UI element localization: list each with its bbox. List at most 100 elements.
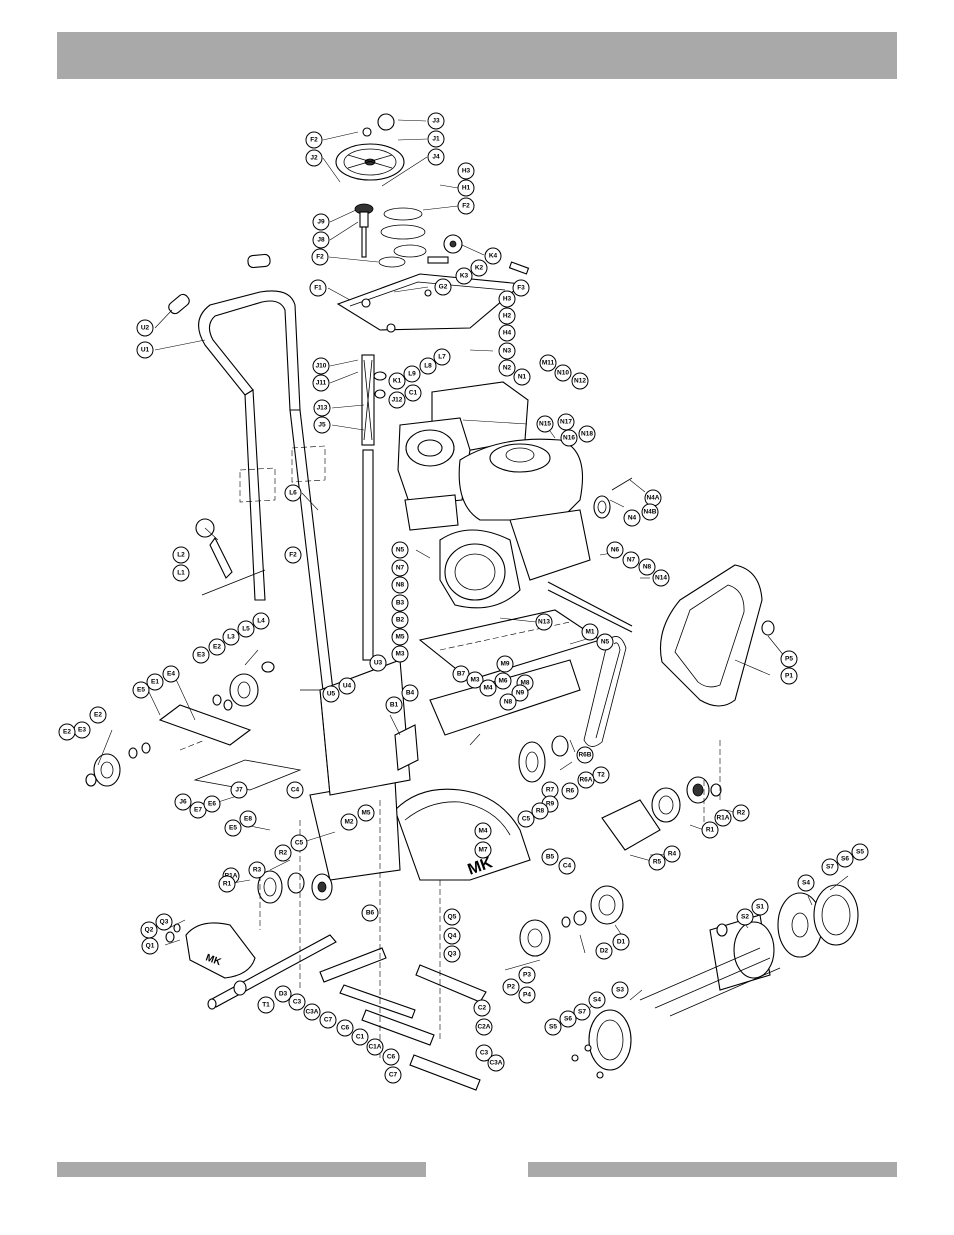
svg-text:J8: J8 — [317, 237, 325, 244]
svg-text:N3: N3 — [503, 348, 512, 355]
svg-text:N12: N12 — [574, 378, 586, 385]
svg-text:L6: L6 — [289, 490, 297, 497]
callout-n4b: N4B — [641, 503, 659, 521]
callout-j13: J13 — [313, 399, 331, 417]
svg-text:B7: B7 — [457, 671, 466, 678]
svg-text:E4: E4 — [167, 671, 175, 678]
svg-text:R8: R8 — [536, 808, 545, 815]
callout-l2: L2 — [172, 546, 190, 564]
callout-d1: D1 — [612, 933, 630, 951]
svg-text:R6B: R6B — [578, 752, 591, 759]
header-bar — [57, 32, 897, 79]
callout-n15: N15 — [536, 415, 554, 433]
footer-bar-left — [57, 1162, 426, 1177]
svg-text:S4: S4 — [802, 880, 810, 887]
callout-q1: Q1 — [141, 937, 159, 955]
callout-b7: B7 — [452, 665, 470, 683]
callout-r1: R1 — [701, 821, 719, 839]
svg-text:M2: M2 — [344, 819, 353, 826]
callout-b6: B6 — [361, 904, 379, 922]
callout-j3: J3 — [427, 112, 445, 130]
callout-j10: J10 — [312, 357, 330, 375]
callout-n18: N18 — [578, 425, 596, 443]
callout-t2: T2 — [592, 766, 610, 784]
svg-text:M7: M7 — [478, 847, 487, 854]
svg-text:C6: C6 — [387, 1054, 396, 1061]
callout-e2: E2 — [58, 723, 76, 741]
svg-text:R7: R7 — [546, 787, 555, 794]
svg-text:F3: F3 — [517, 285, 525, 292]
callout-s2: S2 — [736, 908, 754, 926]
svg-text:J2: J2 — [310, 155, 318, 162]
svg-text:J7: J7 — [235, 787, 243, 794]
svg-text:Q4: Q4 — [448, 933, 457, 940]
callout-c2: C2 — [473, 999, 491, 1017]
callout-b4: B4 — [401, 684, 419, 702]
callout-n3: N3 — [498, 342, 516, 360]
svg-text:P5: P5 — [785, 656, 793, 663]
svg-text:E5: E5 — [137, 687, 145, 694]
svg-text:L2: L2 — [177, 552, 185, 559]
svg-text:N7: N7 — [396, 565, 405, 572]
svg-text:C6: C6 — [341, 1025, 350, 1032]
svg-text:N13: N13 — [538, 619, 550, 626]
svg-text:J1: J1 — [432, 136, 440, 143]
callout-p4: P4 — [518, 986, 536, 1004]
svg-text:J11: J11 — [316, 380, 327, 387]
svg-text:C3A: C3A — [305, 1009, 318, 1016]
callout-h3: H3 — [498, 290, 516, 308]
svg-text:E2: E2 — [94, 712, 102, 719]
callout-m9: M9 — [496, 655, 514, 673]
svg-text:L5: L5 — [242, 626, 250, 633]
callout-s4: S4 — [588, 991, 606, 1009]
callout-r2: R2 — [274, 844, 292, 862]
callout-n7: N7 — [622, 551, 640, 569]
callout-m5: M5 — [391, 628, 409, 646]
callout-l5: L5 — [237, 620, 255, 638]
callout-f2: F2 — [457, 197, 475, 215]
svg-text:E2: E2 — [213, 644, 221, 651]
svg-text:N6: N6 — [611, 547, 620, 554]
callout-u2: U2 — [136, 319, 154, 337]
svg-text:H1: H1 — [462, 185, 471, 192]
callout-f2: F2 — [284, 546, 302, 564]
svg-text:P3: P3 — [523, 972, 531, 979]
svg-text:Q3: Q3 — [448, 951, 457, 958]
svg-text:C2: C2 — [478, 1005, 487, 1012]
svg-text:U3: U3 — [374, 660, 383, 667]
callout-k3: K3 — [455, 267, 473, 285]
svg-text:S2: S2 — [741, 914, 749, 921]
svg-text:K3: K3 — [460, 273, 469, 280]
callout-n14: N14 — [652, 569, 670, 587]
svg-text:M4: M4 — [483, 685, 492, 692]
callout-s4: S4 — [797, 874, 815, 892]
svg-text:N5: N5 — [396, 547, 405, 554]
callout-m2: M2 — [340, 813, 358, 831]
svg-text:S6: S6 — [841, 856, 849, 863]
callout-l1: L1 — [172, 564, 190, 582]
svg-text:C1: C1 — [409, 390, 418, 397]
svg-text:N5: N5 — [601, 639, 610, 646]
callout-u1: U1 — [136, 341, 154, 359]
callout-s7: S7 — [573, 1003, 591, 1021]
svg-text:R5: R5 — [653, 859, 662, 866]
svg-text:R3: R3 — [253, 867, 262, 874]
svg-text:Q1: Q1 — [146, 943, 155, 950]
callout-n12: N12 — [571, 372, 589, 390]
callout-k4: K4 — [484, 247, 502, 265]
svg-text:C3: C3 — [480, 1050, 489, 1057]
callout-n8: N8 — [499, 693, 517, 711]
svg-text:T1: T1 — [262, 1002, 270, 1009]
callout-q5: Q5 — [443, 908, 461, 926]
callout-q2: Q2 — [140, 921, 158, 939]
svg-text:S7: S7 — [578, 1009, 586, 1016]
svg-text:K2: K2 — [475, 265, 484, 272]
parts-artwork: MK MK — [85, 113, 859, 1091]
callout-f2: F2 — [311, 248, 329, 266]
svg-text:C2A: C2A — [477, 1024, 490, 1031]
svg-text:N14: N14 — [655, 575, 667, 582]
callout-s7: S7 — [821, 858, 839, 876]
svg-text:J10: J10 — [316, 363, 327, 370]
svg-text:C3A: C3A — [489, 1060, 502, 1067]
callout-n17: N17 — [557, 413, 575, 431]
